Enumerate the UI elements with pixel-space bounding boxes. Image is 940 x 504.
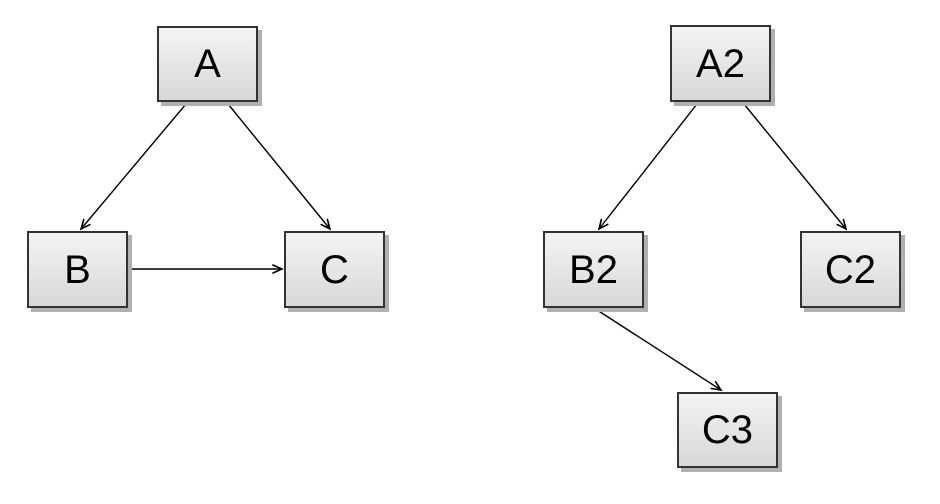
edge-A-B — [79, 103, 187, 231]
node-label: C — [320, 247, 349, 292]
node-C2: C2 — [800, 231, 901, 308]
node-C3: C3 — [677, 392, 778, 468]
node-B2: B2 — [543, 231, 644, 308]
node-A: A — [157, 26, 258, 102]
node-label: C2 — [824, 247, 877, 292]
node-C: C — [284, 231, 385, 308]
edge-B2-C3 — [593, 307, 723, 392]
node-A2: A2 — [670, 25, 771, 102]
node-label: A2 — [696, 41, 745, 86]
node-label: C3 — [701, 408, 754, 452]
edge-A2-C2 — [743, 103, 848, 231]
node-B: B — [27, 231, 128, 308]
edge-A-C — [227, 103, 332, 231]
node-label: B — [64, 247, 91, 292]
node-label: B2 — [569, 247, 618, 292]
node-label: A — [194, 42, 221, 86]
edge-A2-B2 — [597, 103, 698, 231]
